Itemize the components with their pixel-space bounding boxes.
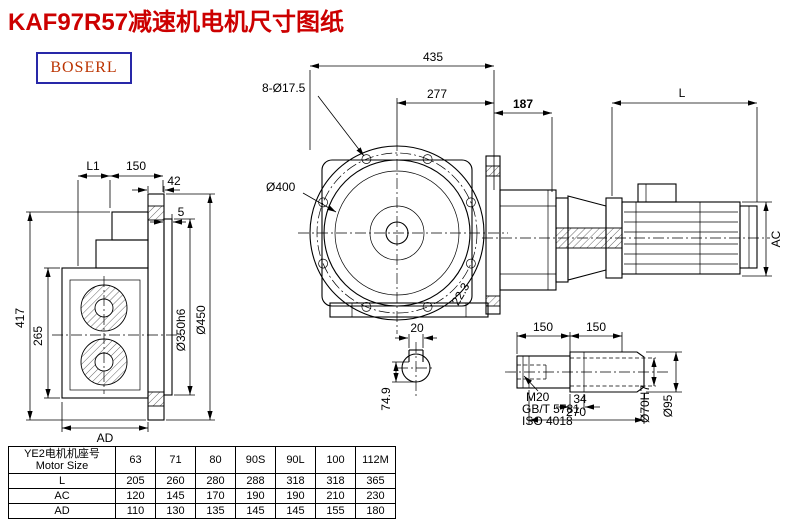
- terminal-box: [637, 183, 677, 203]
- dim-277: 277: [427, 87, 447, 101]
- col-header-112M: 112M: [355, 446, 396, 474]
- dim-42: 42: [167, 174, 181, 188]
- cell: 280: [195, 473, 236, 489]
- motor-side-view: 187 L AC: [482, 86, 783, 315]
- col-header-63: 63: [115, 446, 156, 474]
- dim-phi95: Ø95: [661, 394, 675, 417]
- boserl-logo: BOSERL: [36, 52, 132, 84]
- shaft-large-section: [569, 351, 645, 393]
- table-header-row: YE2电机机座号 Motor Size 63 71 80 90S 90L 100…: [8, 446, 396, 474]
- dim-187: 187: [513, 97, 533, 111]
- cell: 145: [235, 503, 276, 519]
- cell: 130: [155, 503, 196, 519]
- cell: 288: [235, 473, 276, 489]
- col-header-80: 80: [195, 446, 236, 474]
- bolt-hole: [422, 302, 433, 312]
- dim-phi350: Ø350h6: [174, 308, 188, 351]
- table-header-cell: YE2电机机座号 Motor Size: [8, 446, 116, 474]
- page-title: KAF97R57减速机电机尺寸图纸: [8, 9, 345, 36]
- bolt-hole: [318, 258, 328, 269]
- front-flange-view: 22.3 435 8-Ø17.5 277 Ø400: [262, 50, 508, 334]
- thread-spec: M20: [526, 390, 550, 404]
- cell: 318: [275, 473, 316, 489]
- cell: 170: [195, 488, 236, 504]
- dim-phi70: Ø70H7: [638, 385, 652, 423]
- table-row-AC: AC 120 145 170 190 190 210 230: [8, 488, 396, 504]
- dim-150-a: 150: [533, 320, 553, 334]
- shaft-end-view: 20 74.9: [379, 321, 437, 411]
- dim-bolt-holes: 8-Ø17.5: [262, 81, 306, 95]
- dim-150-b: 150: [586, 320, 606, 334]
- cell: 365: [355, 473, 396, 489]
- dim-AD: AD: [97, 431, 114, 445]
- table-header-en: Motor Size: [35, 460, 89, 472]
- dim-417: 417: [13, 308, 27, 328]
- table-header-cn: YE2电机机座号: [24, 448, 100, 460]
- dim-270: 270: [566, 405, 586, 419]
- phi400-leader: [302, 192, 337, 213]
- row-label-AD: AD: [8, 503, 116, 519]
- row-label-AC: AC: [8, 488, 116, 504]
- thread-leader: [523, 375, 539, 392]
- table-row-L: L 205 260 280 288 318 318 365: [8, 473, 396, 489]
- dim-L: L: [679, 86, 686, 100]
- bolt-hole: [422, 154, 433, 164]
- dim-phi450: Ø450: [194, 305, 208, 335]
- cell: 110: [115, 503, 156, 519]
- mount-flange-edge: [485, 155, 501, 315]
- bolt-hole: [361, 302, 372, 312]
- dim-34: 34: [573, 392, 587, 406]
- dim-AC: AC: [769, 230, 783, 247]
- fan-cover: [739, 205, 758, 269]
- col-header-90L: 90L: [275, 446, 316, 474]
- row-label-L: L: [8, 473, 116, 489]
- dim-435: 435: [423, 50, 443, 64]
- motor-size-table: YE2电机机座号 Motor Size 63 71 80 90S 90L 100…: [8, 446, 396, 519]
- output-shaft-detail: 150 150 M20 GB/T 5781 ISO 4018 34 270 Ø7…: [505, 320, 682, 428]
- col-header-90S: 90S: [235, 446, 276, 474]
- bolt-hole: [466, 197, 476, 208]
- col-header-100: 100: [315, 446, 356, 474]
- cell: 318: [315, 473, 356, 489]
- dim-5: 5: [178, 205, 185, 219]
- cell: 155: [315, 503, 356, 519]
- cell: 180: [355, 503, 396, 519]
- cell: 190: [235, 488, 276, 504]
- cell: 120: [115, 488, 156, 504]
- cell: 210: [315, 488, 356, 504]
- gearbox-body: [499, 189, 557, 291]
- housing-base: [329, 302, 489, 318]
- cell: 205: [115, 473, 156, 489]
- cell: 145: [155, 488, 196, 504]
- spigot-edge: [163, 218, 173, 396]
- cell: 230: [355, 488, 396, 504]
- bolt-holes-leader: [317, 95, 365, 157]
- dim-150: 150: [126, 159, 146, 173]
- cell: 260: [155, 473, 196, 489]
- table-row-AD: AD 110 130 135 145 145 155 180: [8, 503, 396, 519]
- col-header-71: 71: [155, 446, 196, 474]
- boserl-logo-text: BOSERL: [50, 59, 118, 76]
- dim-265: 265: [31, 326, 45, 346]
- bolt-hole: [466, 258, 476, 269]
- dim-phi400: Ø400: [266, 180, 296, 194]
- cell: 135: [195, 503, 236, 519]
- dim-74-9: 74.9: [379, 387, 393, 411]
- cell: 190: [275, 488, 316, 504]
- dim-L1: L1: [86, 159, 100, 173]
- flange-plate-edge: [147, 193, 165, 421]
- gearbox-side-view: L1 150 42 5 417 265 AD Ø350h6 Ø450: [13, 159, 215, 445]
- bolt-hole: [361, 154, 372, 164]
- cell: 145: [275, 503, 316, 519]
- dim-key-width: 20: [410, 321, 424, 335]
